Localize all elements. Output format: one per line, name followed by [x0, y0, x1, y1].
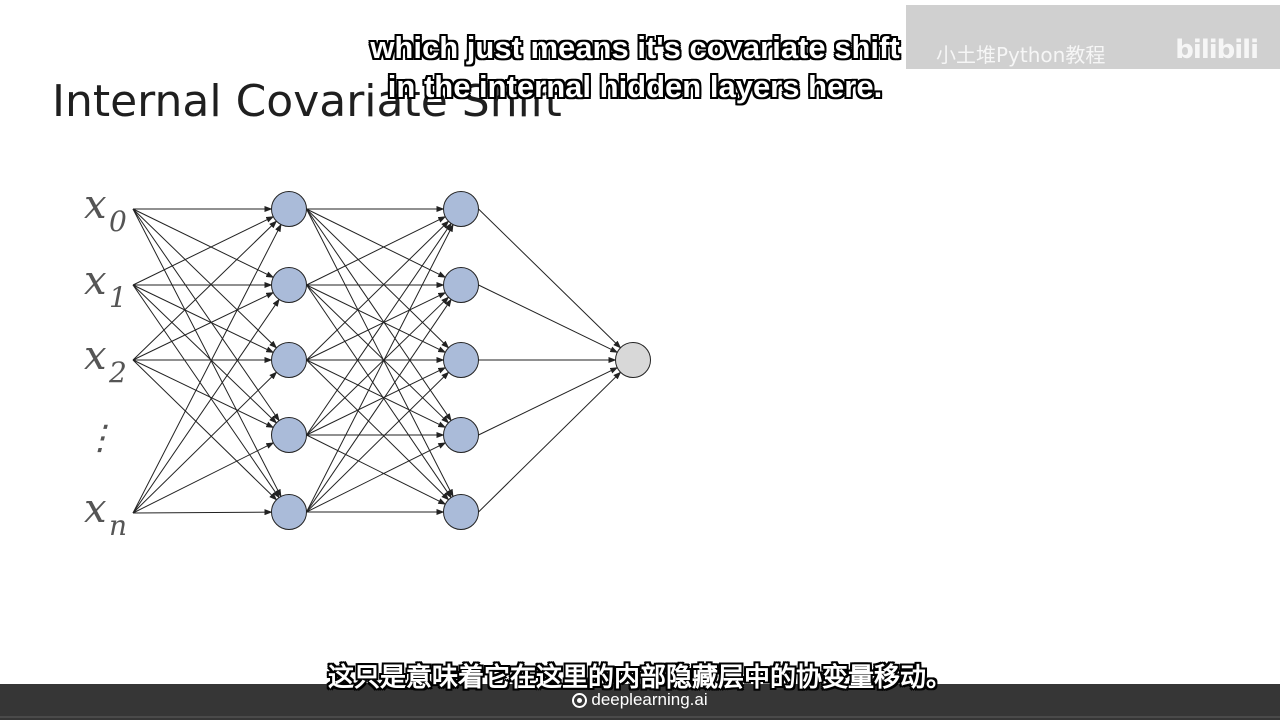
edge-input-2-h1-4	[132, 359, 278, 501]
edge-input-4-h1-1	[132, 298, 280, 514]
edge-h1-1-h2-2	[306, 284, 447, 353]
edge-h1-2-h2-1	[306, 292, 447, 361]
hidden2-node-4	[443, 494, 479, 530]
edge-h1-4-h2-1	[306, 298, 452, 513]
progress-track	[0, 716, 1280, 718]
subtitle-english-line1: which just means it's covariate shift	[370, 30, 900, 65]
edge-h1-3-h2-0	[306, 222, 452, 436]
edge-h1-1-h2-4	[306, 284, 452, 499]
edge-h1-0-h2-2	[306, 208, 450, 349]
edge-input-0-h1-4	[132, 208, 282, 498]
edge-h1-0-h2-4	[306, 208, 454, 498]
edge-h1-3-h2-4	[306, 434, 447, 505]
watermark-text: 小土堆Python教程	[936, 43, 1106, 67]
output-node	[615, 342, 651, 378]
slide-title: Internal Covariate Shift	[52, 76, 562, 127]
bilibili-logo-icon: bilibili	[1175, 35, 1259, 65]
hidden1-node-4	[271, 494, 307, 530]
hidden2-node-2	[443, 342, 479, 378]
edge-h1-4-h2-3	[306, 442, 447, 513]
edge-h1-2-h2-3	[306, 359, 447, 428]
edge-input-4-h1-2	[132, 371, 278, 514]
edge-h1-2-h2-4	[306, 359, 450, 501]
input-label-ellipsis: ⋮	[83, 418, 117, 458]
edge-input-0-h1-3	[132, 208, 280, 422]
deeplearning-swirl-icon	[572, 693, 588, 708]
subtitle-english-line2: in the internal hidden layers here.	[387, 69, 883, 104]
input-label-2: x	[84, 333, 107, 379]
edge-input-0-h1-2	[132, 208, 278, 349]
watermark: 小土堆Python教程 bilibili	[906, 5, 1280, 69]
edge-h1-1-h2-3	[306, 284, 450, 424]
bottom-bar	[0, 684, 1280, 720]
edge-h1-0-h2-3	[306, 208, 452, 422]
hidden1-node-3	[271, 417, 307, 453]
edge-h2-3-out	[478, 367, 619, 436]
edge-h1-3-h2-1	[306, 296, 450, 436]
edge-h2-4-out	[478, 371, 622, 513]
input-label-1: x	[84, 258, 107, 304]
edge-h1-1-h2-0	[306, 216, 447, 286]
edge-input-2-h1-3	[132, 359, 275, 428]
input-label-0: x	[84, 182, 107, 228]
edge-input-4-h1-3	[132, 442, 275, 514]
hidden2-node-3	[443, 417, 479, 453]
edge-h1-4-h2-2	[306, 371, 450, 513]
edge-h1-0-h2-1	[306, 208, 447, 278]
edge-h1-4-h2-0	[306, 223, 454, 513]
edge-input-4-h1-4	[132, 509, 273, 516]
input-label-4: x	[84, 486, 107, 532]
edge-input-2-h1-0	[132, 220, 278, 361]
input-subscript-4: n	[109, 509, 127, 542]
input-subscript-0: 0	[109, 205, 127, 238]
input-subscript-1: 1	[109, 281, 127, 314]
edge-h2-1-out	[478, 284, 619, 353]
input-subscript-2: 2	[108, 356, 127, 389]
edge-h1-3-h2-2	[306, 367, 447, 436]
edge-input-0-h1-1	[132, 208, 275, 278]
hidden1-node-1	[271, 267, 307, 303]
edge-h1-2-h2-0	[306, 220, 450, 361]
edge-input-4-h1-0	[132, 223, 282, 514]
subtitle-chinese: 这只是意味着它在这里的内部隐藏层中的协变量移动。	[327, 663, 952, 693]
edge-h2-0-out	[478, 208, 622, 349]
hidden1-node-2	[271, 342, 307, 378]
edge-input-1-h1-2	[132, 284, 275, 353]
hidden2-node-1	[443, 267, 479, 303]
brand-name: deeplearning.ai	[591, 690, 708, 709]
edge-input-1-h1-3	[132, 284, 278, 424]
brand-footer: deeplearning.ai	[0, 690, 1280, 710]
hidden2-node-0	[443, 191, 479, 227]
edge-input-2-h1-1	[132, 292, 275, 361]
hidden1-node-0	[271, 191, 307, 227]
edge-input-1-h1-0	[132, 216, 275, 286]
edge-input-1-h1-4	[132, 284, 280, 499]
